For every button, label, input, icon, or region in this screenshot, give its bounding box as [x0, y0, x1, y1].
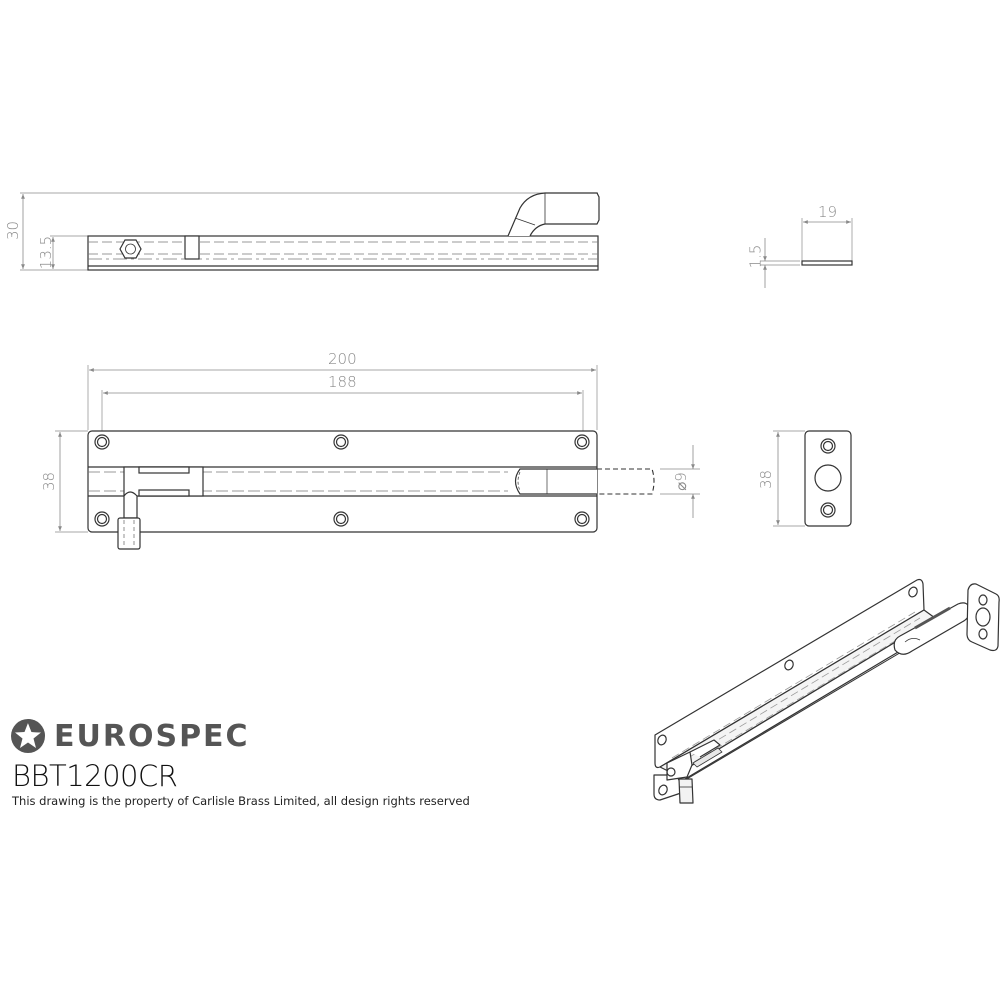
- star-circle-icon: [11, 719, 45, 753]
- dim-bolt-diameter: ⌀9: [671, 472, 690, 491]
- section-view: [760, 218, 853, 288]
- dim-overall-length: 200: [328, 350, 357, 368]
- strike-plate-view: [773, 430, 852, 527]
- front-view: [55, 365, 700, 550]
- isometric-view: [653, 578, 1000, 804]
- brand-block: EUROSPEC: [10, 718, 250, 754]
- dim-section-thickness: 1.5: [746, 244, 765, 269]
- brand-name: EUROSPEC: [54, 718, 250, 754]
- dim-strike-height: 38: [757, 469, 776, 490]
- side-view: [20, 192, 600, 271]
- dim-section-width: 19: [818, 203, 838, 221]
- dim-overall-height: 30: [4, 220, 23, 241]
- dim-front-height: 38: [40, 471, 59, 492]
- dim-hole-centers: 188: [328, 373, 357, 391]
- copyright-notice: This drawing is the property of Carlisle…: [12, 794, 470, 808]
- model-number: BBT1200CR: [12, 759, 178, 793]
- dim-body-height: 13.5: [37, 235, 56, 270]
